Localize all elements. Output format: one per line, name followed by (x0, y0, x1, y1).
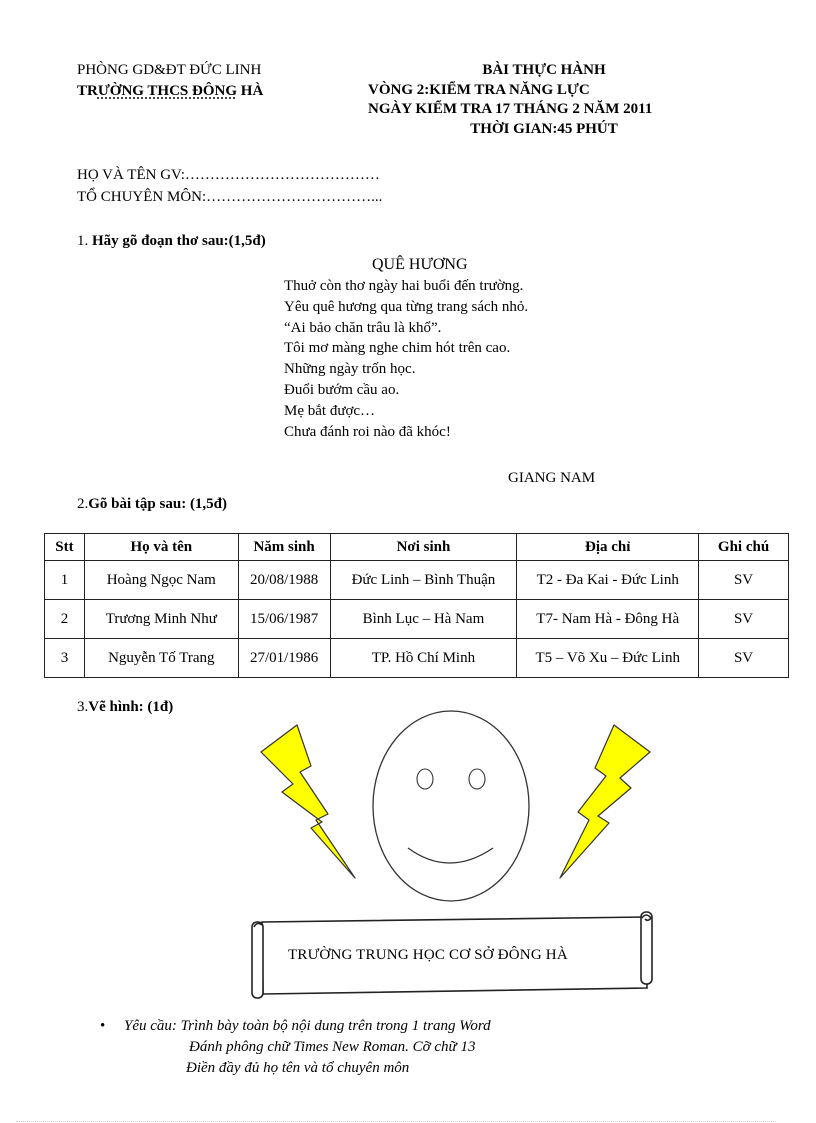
column-header-address: Địa chỉ (516, 533, 700, 561)
cell-note: SV (698, 599, 789, 639)
department-field: TỔ CHUYÊN MÔN:……………………………... (77, 189, 383, 205)
poem-line: Mẹ bắt được… (284, 402, 376, 419)
table-row: 3 Nguyễn Tố Trang 27/01/1986 TP. Hồ Chí … (44, 638, 789, 678)
teacher-name-field: HỌ VÀ TÊN GV:………………………………… (77, 167, 380, 183)
cell-birthplace: Đức Linh – Bình Thuận (329, 560, 518, 600)
cell-address: T2 - Đa Kai - Đức Linh (516, 560, 700, 600)
question-3-heading: 3.Vẽ hình: (1đ) (77, 699, 174, 715)
exam-duration: THỜI GIAN:45 PHÚT (470, 120, 618, 137)
cell-name: Trương Minh Như (83, 599, 239, 639)
exam-date: NGÀY KIỂM TRA 17 THÁNG 2 NĂM 2011 (368, 101, 653, 117)
poem-title: QUÊ HƯƠNG (372, 256, 468, 273)
department-name: PHÒNG GD&ĐT ĐỨC LINH (77, 62, 262, 78)
header-right: BÀI THỰC HÀNH VÒNG 2:KIỂM TRA NĂNG LỰC N… (368, 61, 728, 139)
requirement-line: Điền đầy đủ họ tên và tổ chuyên môn (186, 1060, 410, 1076)
column-header-name: Họ và tên (83, 533, 239, 561)
requirements: • Yêu cầu: Trình bày toàn bộ nội dung tr… (100, 1017, 580, 1080)
requirement-line: Yêu cầu: Trình bày toàn bộ nội dung trên… (124, 1018, 491, 1034)
scroll-banner (251, 911, 653, 999)
poem-line: Tôi mơ màng nghe chim hót trên cao. (284, 340, 511, 357)
poem-line: Yêu quê hương qua từng trang sách nhỏ. (284, 298, 529, 315)
banner-text: TRƯỜNG TRUNG HỌC CƠ SỞ ĐÔNG HÀ (288, 947, 568, 963)
cell-name: Hoàng Ngọc Nam (83, 560, 239, 600)
poem-author: GIANG NAM (508, 470, 596, 486)
header-left: PHÒNG GD&ĐT ĐỨC LINH TRƯỜNG THCS ĐÔNG HÀ (77, 61, 263, 103)
poem-body: Thuở còn thơ ngày hai buổi đến trường. Y… (284, 277, 528, 443)
info-fields: HỌ VÀ TÊN GV:………………………………… TỔ CHUYÊN MÔN… (77, 166, 382, 210)
requirement-line: Đánh phông chữ Times New Roman. Cỡ chữ 1… (189, 1039, 476, 1055)
cell-birth-date: 27/01/1986 (237, 638, 331, 678)
table-header-row: Stt Họ và tên Năm sinh Nơi sinh Địa chỉ … (44, 533, 789, 561)
exam-title: BÀI THỰC HÀNH (482, 62, 606, 78)
poem-line: Thuở còn thơ ngày hai buổi đến trường. (284, 278, 524, 294)
table-row: 1 Hoàng Ngọc Nam 20/08/1988 Đức Linh – B… (44, 560, 789, 600)
lightning-bolt-icon (559, 724, 651, 879)
bullet-icon: • (100, 1018, 106, 1034)
poem-line: “Ai bảo chăn trâu là khổ”. (284, 319, 442, 336)
cell-birthplace: TP. Hồ Chí Minh (329, 638, 518, 678)
cell-stt: 1 (44, 560, 85, 600)
smiley-face-icon (372, 710, 530, 902)
cell-address: T5 – Võ Xu – Đức Linh (516, 638, 700, 678)
school-name: TRƯỜNG THCS ĐÔNG HÀ (77, 83, 264, 99)
poem-line: Chưa đánh roi nào đã khóc! (284, 423, 451, 440)
exam-round: VÒNG 2:KIỂM TRA NĂNG LỰC (368, 81, 590, 98)
cell-name: Nguyễn Tố Trang (83, 638, 239, 678)
cell-birth-date: 20/08/1988 (237, 560, 331, 600)
student-table: Stt Họ và tên Năm sinh Nơi sinh Địa chỉ … (44, 533, 789, 678)
column-header-birth-date: Năm sinh (237, 533, 331, 561)
question-2-heading: 2.Gõ bài tập sau: (1,5đ) (77, 496, 228, 512)
poem-line: Đuổi bướm cầu ao. (284, 381, 400, 398)
lightning-bolt-icon (260, 724, 356, 879)
page-bottom-rule (16, 1121, 776, 1122)
question-1-heading: 1. Hãy gõ đoạn thơ sau:(1,5đ) (77, 233, 266, 249)
cell-note: SV (698, 638, 789, 678)
poem-line: Những ngày trốn học. (284, 361, 416, 378)
cell-birthplace: Bình Lục – Hà Nam (329, 599, 518, 639)
